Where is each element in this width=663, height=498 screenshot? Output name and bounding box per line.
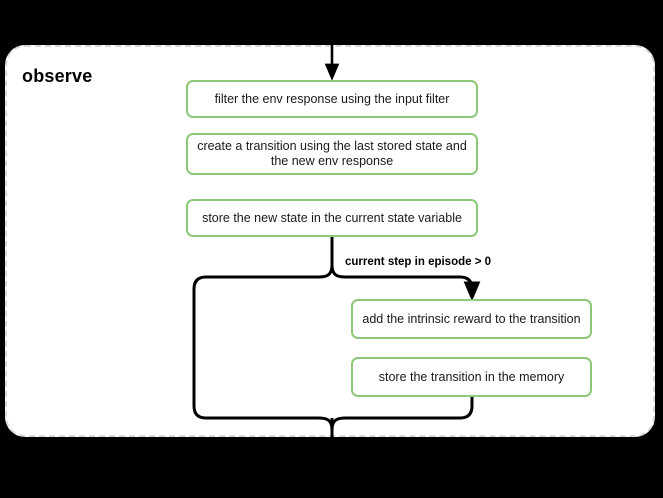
- node-add-intrinsic-reward[interactable]: add the intrinsic reward to the transiti…: [351, 299, 592, 339]
- node-store-transition-memory[interactable]: store the transition in the memory: [351, 357, 592, 397]
- node-create-transition[interactable]: create a transition using the last store…: [186, 133, 478, 175]
- node-filter-env-response[interactable]: filter the env response using the input …: [186, 80, 478, 118]
- observe-group-title: observe: [22, 66, 93, 86]
- node-store-new-state[interactable]: store the new state in the current state…: [186, 199, 478, 237]
- edge-label-condition: current step in episode > 0: [345, 256, 492, 268]
